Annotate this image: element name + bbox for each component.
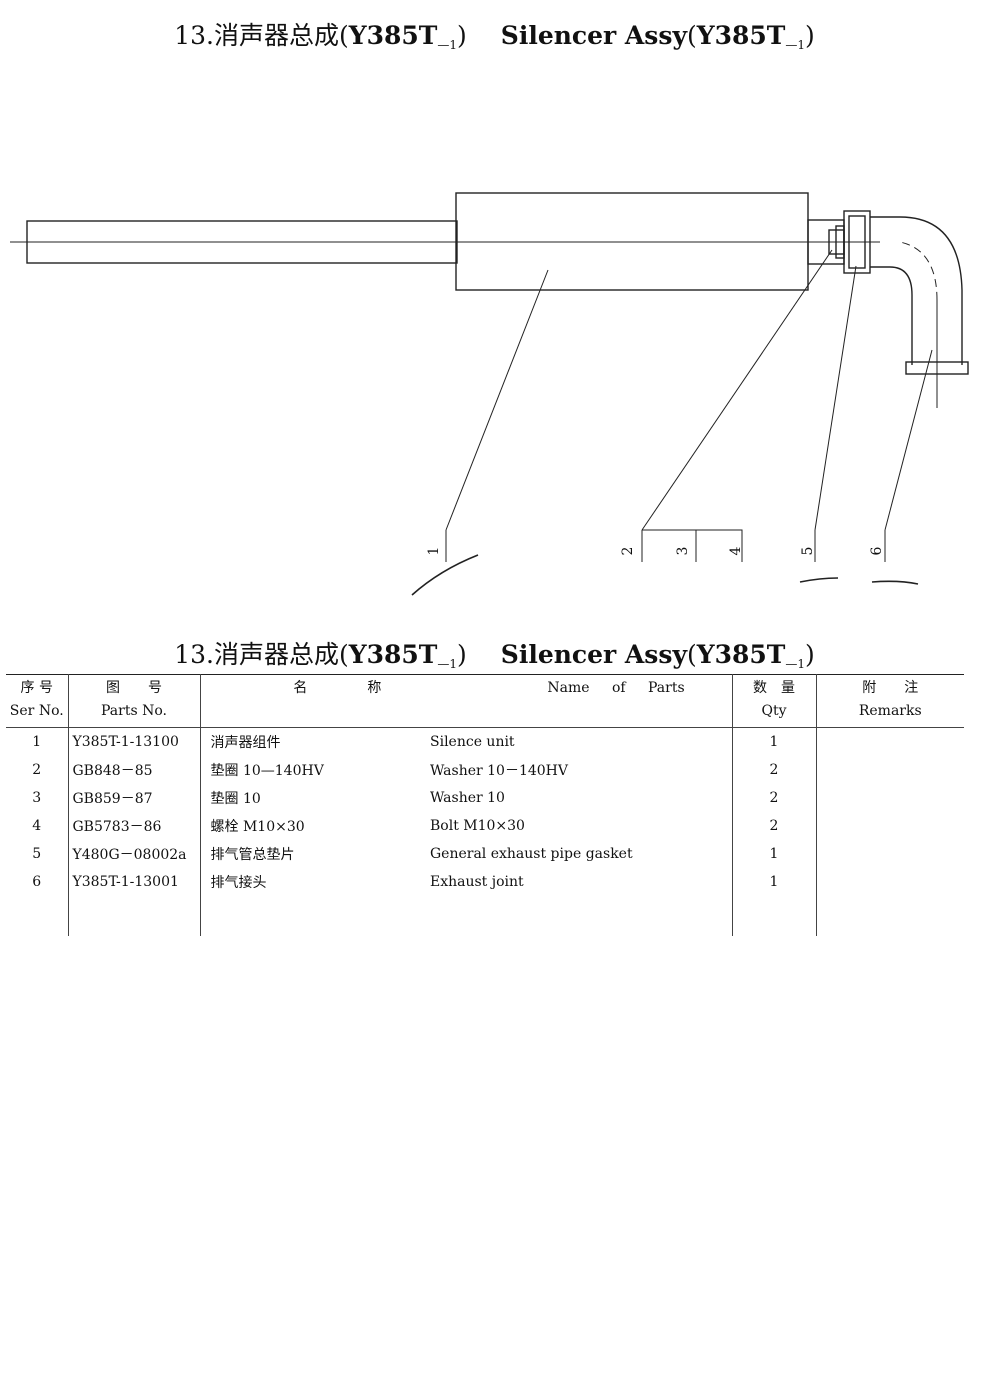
cell-part-no: Y385T-1-13001	[68, 868, 201, 896]
cell-name-en: Exhaust joint	[426, 868, 733, 896]
leader-5	[814, 265, 857, 531]
cell-remarks	[816, 756, 964, 784]
silencer-assembly-drawing	[10, 192, 969, 596]
table-title-model-sub: —1	[437, 657, 458, 671]
callout-2: 2	[620, 546, 636, 556]
cell-name-zh: 消声器组件	[210, 735, 281, 751]
cell-name-zh: 排气管总垫片	[210, 847, 295, 863]
cell-remarks	[816, 840, 964, 868]
cell-ser: 1	[6, 727, 69, 756]
cell-remarks	[816, 868, 964, 896]
table-title-number: 13.	[174, 640, 214, 669]
cell-qty: 1	[732, 840, 817, 868]
cell-ser: 5	[6, 840, 69, 868]
table-row: 4 GB5783－86 螺栓 M10×30 Bolt M10×30 2	[6, 812, 964, 840]
cell-qty: 1	[732, 727, 817, 756]
callout-1: 1	[426, 546, 442, 556]
cell-qty: 2	[732, 756, 817, 784]
title-en: Silencer Assy	[500, 21, 687, 50]
table-row: 5 Y480G－08002a 排气管总垫片 General exhaust pi…	[6, 840, 964, 868]
cell-name-zh: 排气接头	[210, 875, 267, 891]
cell-remarks	[816, 784, 964, 812]
title-model: Y385T	[348, 21, 438, 50]
cell-name-en: Washer 10－140HV	[426, 756, 733, 784]
cell-name-en: Bolt M10×30	[426, 812, 733, 840]
cell-name-zh: 垫圈 10—140HV	[210, 763, 324, 779]
cell-name-zh: 螺栓 M10×30	[210, 819, 305, 835]
title-number: 13.	[174, 21, 214, 50]
table-row: 1 Y385T-1-13100 消声器组件 Silence unit 1	[6, 727, 964, 757]
cell-remarks	[816, 728, 964, 757]
leader-6	[884, 349, 933, 531]
exhaust-joint	[870, 216, 963, 365]
cell-ser: 6	[6, 868, 69, 896]
table-title-en: Silencer Assy	[500, 640, 687, 669]
cell-part-no: GB848－85	[68, 756, 201, 784]
cell-part-no: Y385T-1-13100	[68, 727, 201, 756]
callout-6: 6	[869, 546, 885, 556]
title-model-2: Y385T	[696, 21, 786, 50]
leader-2	[641, 249, 833, 531]
title-model-sub-2: —1	[785, 38, 806, 52]
cell-ser: 4	[6, 812, 69, 840]
table-title-zh: 消声器总成	[213, 640, 339, 669]
title-zh: 消声器总成	[213, 21, 339, 50]
cell-name-en: Silence unit	[426, 727, 733, 756]
cell-name-zh: 垫圈 10	[210, 791, 261, 807]
title-model-sub: —1	[437, 38, 458, 52]
cell-ser: 3	[6, 784, 69, 812]
cell-name-en: General exhaust pipe gasket	[426, 840, 733, 868]
cell-remarks	[816, 812, 964, 840]
table-filler-row	[6, 896, 964, 936]
cell-name-en: Washer 10	[426, 784, 733, 812]
leader-1	[445, 269, 549, 531]
table-row: 6 Y385T-1-13001 排气接头 Exhaust joint 1	[6, 868, 964, 896]
cell-qty: 1	[732, 868, 817, 896]
cell-part-no: Y480G－08002a	[68, 840, 201, 868]
cell-part-no: GB859－87	[68, 784, 201, 812]
cell-qty: 2	[732, 812, 817, 840]
callout-4: 4	[728, 546, 744, 556]
cell-ser: 2	[6, 756, 69, 784]
callout-5: 5	[800, 546, 816, 556]
cell-part-no: GB5783－86	[68, 812, 201, 840]
table-row: 3 GB859－87 垫圈 10 Washer 10 2	[6, 784, 964, 812]
table-row: 2 GB848－85 垫圈 10—140HV Washer 10－140HV 2	[6, 756, 964, 784]
cell-qty: 2	[732, 784, 817, 812]
callout-3: 3	[675, 546, 691, 556]
table-title-model: Y385T	[348, 640, 438, 669]
table-title-model-2: Y385T	[696, 640, 786, 669]
page-title: 13.消声器总成(Y385T—1)Silencer Assy(Y385T—1)	[174, 21, 815, 52]
table-title: 13.消声器总成(Y385T—1)Silencer Assy(Y385T—1)	[174, 640, 815, 671]
table-title-model-sub-2: —1	[785, 657, 806, 671]
